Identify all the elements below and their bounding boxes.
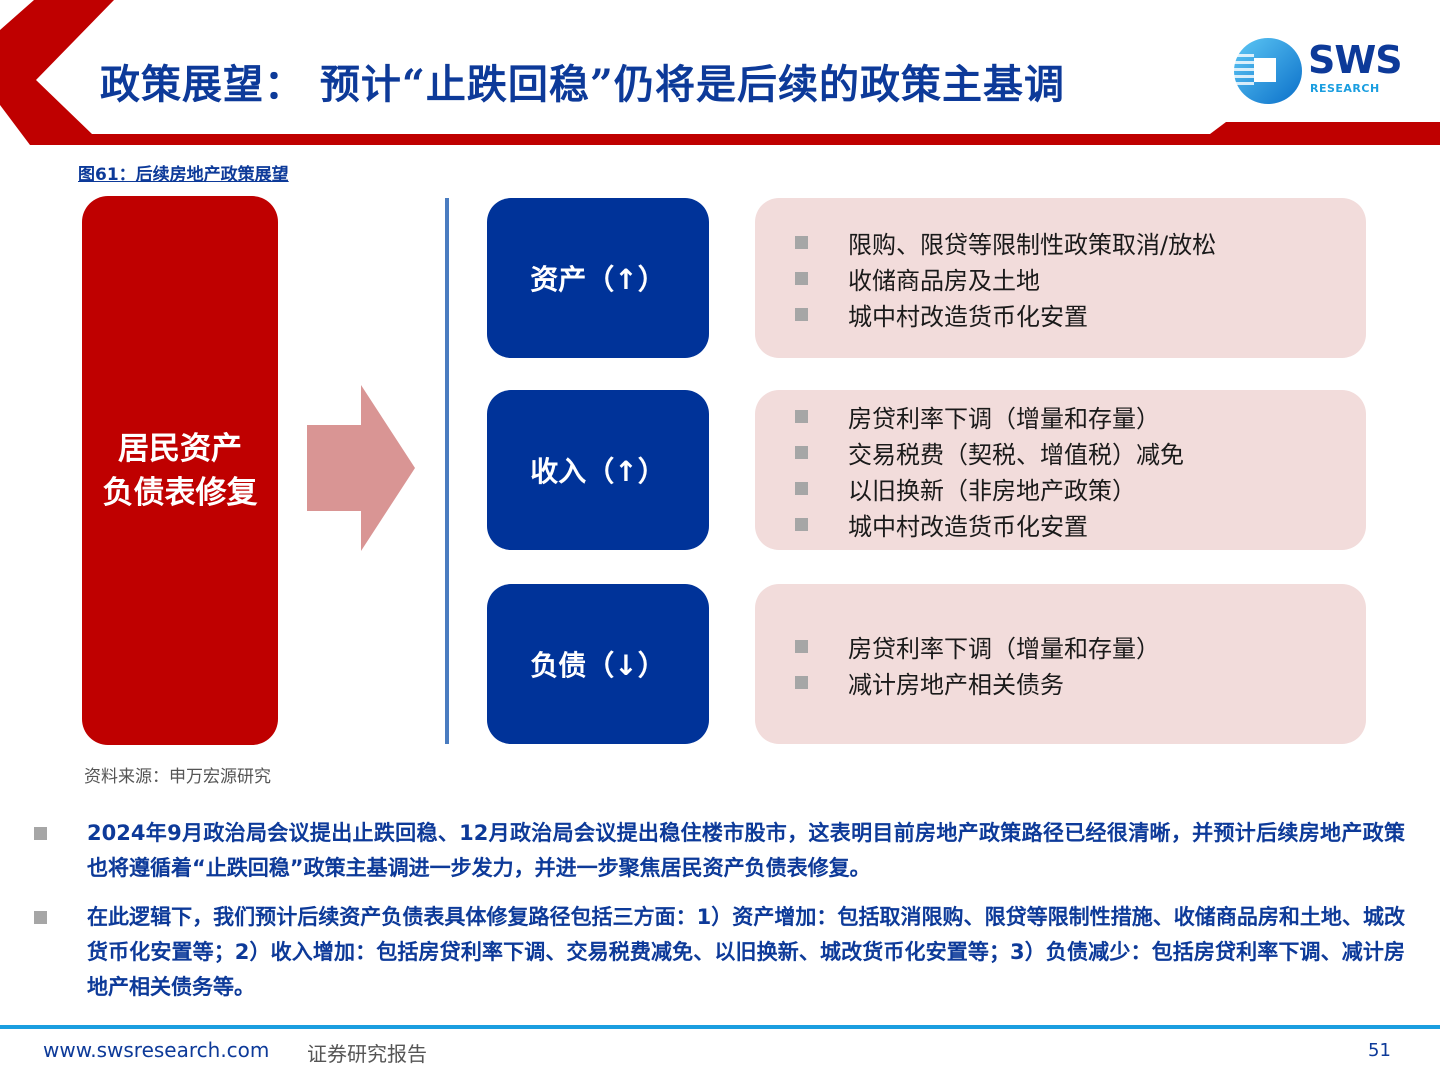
right-arrow-icon [307,385,415,551]
bullet-square-icon [795,675,808,689]
category-label: 收入（↑） [530,455,666,488]
detail-item: 收储商品房及土地 [795,260,1366,296]
detail-box-assets: 限购、限贷等限制性政策取消/放松 收储商品房及土地 城中村改造货币化安置 [755,198,1366,358]
main-block-balance-sheet-repair: 居民资产 负债表修复 [82,196,278,745]
header-banner [0,0,1440,145]
detail-box-liabilities: 房贷利率下调（增量和存量） 减计房地产相关债务 [755,584,1366,744]
bullet-square-icon [34,911,47,924]
bullet-square-icon [795,307,808,321]
bullet-square-icon [34,827,47,840]
logo-text: SWS [1308,38,1403,82]
footer-divider [0,1025,1440,1029]
bullet-square-icon [795,235,808,249]
category-assets: 资产（↑） [487,198,709,358]
detail-item: 房贷利率下调（增量和存量） [795,398,1366,434]
sws-globe-icon [1232,38,1302,104]
category-label: 负债（↓） [530,649,666,682]
page-number: 51 [1368,1040,1391,1061]
detail-item: 房贷利率下调（增量和存量） [795,628,1366,664]
detail-item: 交易税费（契税、增值税）减免 [795,434,1366,470]
bullet-square-icon [795,481,808,495]
body-paragraph: 在此逻辑下，我们预计后续资产负债表具体修复路径包括三方面：1）资产增加：包括取消… [34,900,1414,1005]
logo-subtitle: RESEARCH [1310,82,1380,95]
detail-item: 城中村改造货币化安置 [795,296,1366,332]
category-label: 资产（↑） [530,263,666,296]
category-liabilities: 负债（↓） [487,584,709,744]
detail-item: 以旧换新（非房地产政策） [795,470,1366,506]
detail-item: 减计房地产相关债务 [795,664,1366,700]
detail-item: 城中村改造货币化安置 [795,506,1366,542]
main-block-label: 居民资产 负债表修复 [102,430,258,511]
detail-box-income: 房贷利率下调（增量和存量） 交易税费（契税、增值税）减免 以旧换新（非房地产政策… [755,390,1366,550]
footer-label: 证券研究报告 [307,1042,427,1066]
vertical-divider [445,198,449,744]
bullet-square-icon [795,517,808,531]
category-income: 收入（↑） [487,390,709,550]
body-paragraph: 2024年9月政治局会议提出止跌回稳、12月政治局会议提出稳住楼市股市，这表明目… [34,816,1414,886]
body-bullets: 2024年9月政治局会议提出止跌回稳、12月政治局会议提出稳住楼市股市，这表明目… [34,816,1414,1019]
bullet-square-icon [795,639,808,653]
sws-logo: SWS RESEARCH [1230,36,1410,106]
detail-item: 限购、限贷等限制性政策取消/放松 [795,224,1366,260]
bullet-square-icon [795,409,808,423]
bullet-square-icon [795,445,808,459]
page-title: 政策展望： 预计“止跌回稳”仍将是后续的政策主基调 [100,61,1065,108]
figure-caption: 图61：后续房地产政策展望 [78,165,289,185]
bullet-square-icon [795,271,808,285]
source-note: 资料来源：申万宏源研究 [84,767,271,787]
footer-website-link[interactable]: www.swsresearch.com [43,1038,270,1062]
